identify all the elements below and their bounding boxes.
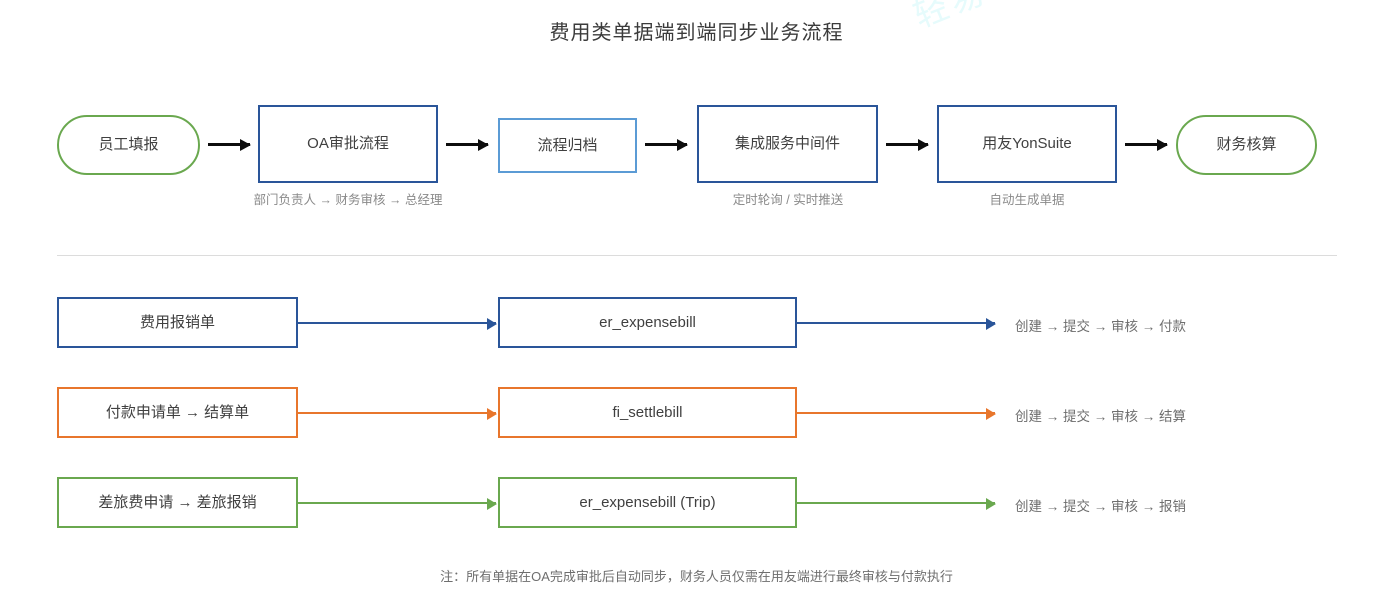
mapping-arrow-source-target-2 (298, 408, 497, 420)
mapping-source-expense-claim[interactable]: 费用报销单 (57, 297, 298, 348)
arrow-right-icon (1157, 138, 1168, 151)
arrow-right-icon (487, 498, 497, 510)
diagram-title: 费用类单据端到端同步业务流程 (549, 22, 844, 44)
mapping-source-label: 费用报销单 (139, 313, 215, 331)
arrow-shaft (446, 143, 488, 146)
arrow-shaft (208, 143, 250, 146)
mapping-target-er-expensebill[interactable]: er_expensebill (498, 297, 797, 348)
flow-node-label: OA审批流程 (307, 135, 389, 153)
flow-arrow-2 (446, 138, 489, 151)
flow-node-label: 用友YonSuite (982, 135, 1072, 153)
mapping-target-label: er_expensebill (Trip) (579, 493, 716, 511)
arrow-shaft (797, 322, 995, 324)
flow-node-process-archive[interactable]: 流程归档 (498, 118, 637, 173)
flow-node-caption-yonsuite: 自动生成单据 (989, 193, 1065, 207)
arrow-right-icon (478, 138, 489, 151)
flow-arrow-1 (208, 138, 251, 151)
flow-node-label: 财务核算 (1216, 136, 1277, 154)
mapping-arrow-target-outcome-1 (797, 318, 996, 330)
flow-arrow-4 (886, 138, 929, 151)
mapping-arrow-target-outcome-3 (797, 498, 996, 510)
flow-node-oa-approval[interactable]: OA审批流程 (258, 105, 438, 183)
arrow-shaft (797, 502, 995, 504)
flow-node-financial-accounting[interactable]: 财务核算 (1176, 115, 1317, 175)
arrow-shaft (298, 412, 496, 414)
mapping-target-er-expensebill-trip[interactable]: er_expensebill (Trip) (498, 477, 797, 528)
section-divider (57, 255, 1337, 256)
mapping-source-label: 付款申请单 → 结算单 (105, 403, 250, 421)
arrow-right-icon (487, 318, 497, 330)
arrow-shaft (645, 143, 687, 146)
mapping-arrow-target-outcome-2 (797, 408, 996, 420)
mapping-arrow-source-target-3 (298, 498, 497, 510)
mapping-target-label: fi_settlebill (612, 403, 683, 421)
flow-arrow-3 (645, 138, 688, 151)
arrow-right-icon (487, 408, 497, 420)
arrow-right-icon (986, 408, 996, 420)
flow-node-integration-middleware[interactable]: 集成服务中间件 (697, 105, 878, 183)
mapping-arrow-source-target-1 (298, 318, 497, 330)
diagram-footnote: 注：所有单据在OA完成审批后自动同步，财务人员仅需在用友端进行最终审核与付款执行 (440, 569, 953, 584)
arrow-right-icon (677, 138, 688, 151)
flow-node-label: 集成服务中间件 (734, 135, 840, 153)
flow-node-employee-submit[interactable]: 员工填报 (57, 115, 200, 175)
mapping-target-fi-settlebill[interactable]: fi_settlebill (498, 387, 797, 438)
mapping-outcome-1: 创建 → 提交 → 审核 → 付款 (1015, 319, 1187, 334)
flow-node-caption-integration-middleware: 定时轮询 / 实时推送 (732, 193, 844, 207)
arrow-shaft (886, 143, 928, 146)
flow-arrow-5 (1125, 138, 1168, 151)
arrow-right-icon (240, 138, 251, 151)
flow-node-caption-oa-approval: 部门负责人 → 财务审核 → 总经理 (253, 193, 443, 207)
arrow-shaft (298, 502, 496, 504)
arrow-right-icon (918, 138, 929, 151)
arrow-right-icon (986, 318, 996, 330)
flow-node-yonsuite[interactable]: 用友YonSuite (937, 105, 1117, 183)
mapping-outcome-3: 创建 → 提交 → 审核 → 报销 (1015, 499, 1187, 514)
arrow-right-icon (986, 498, 996, 510)
arrow-shaft (1125, 143, 1167, 146)
mapping-source-label: 差旅费申请 → 差旅报销 (98, 493, 257, 511)
flow-node-label: 流程归档 (537, 136, 598, 154)
mapping-outcome-2: 创建 → 提交 → 审核 → 结算 (1015, 409, 1187, 424)
arrow-shaft (797, 412, 995, 414)
flow-node-label: 员工填报 (98, 136, 159, 154)
mapping-target-label: er_expensebill (599, 313, 696, 331)
arrow-shaft (298, 322, 496, 324)
mapping-source-travel-expense[interactable]: 差旅费申请 → 差旅报销 (57, 477, 298, 528)
mapping-source-payment-request[interactable]: 付款申请单 → 结算单 (57, 387, 298, 438)
